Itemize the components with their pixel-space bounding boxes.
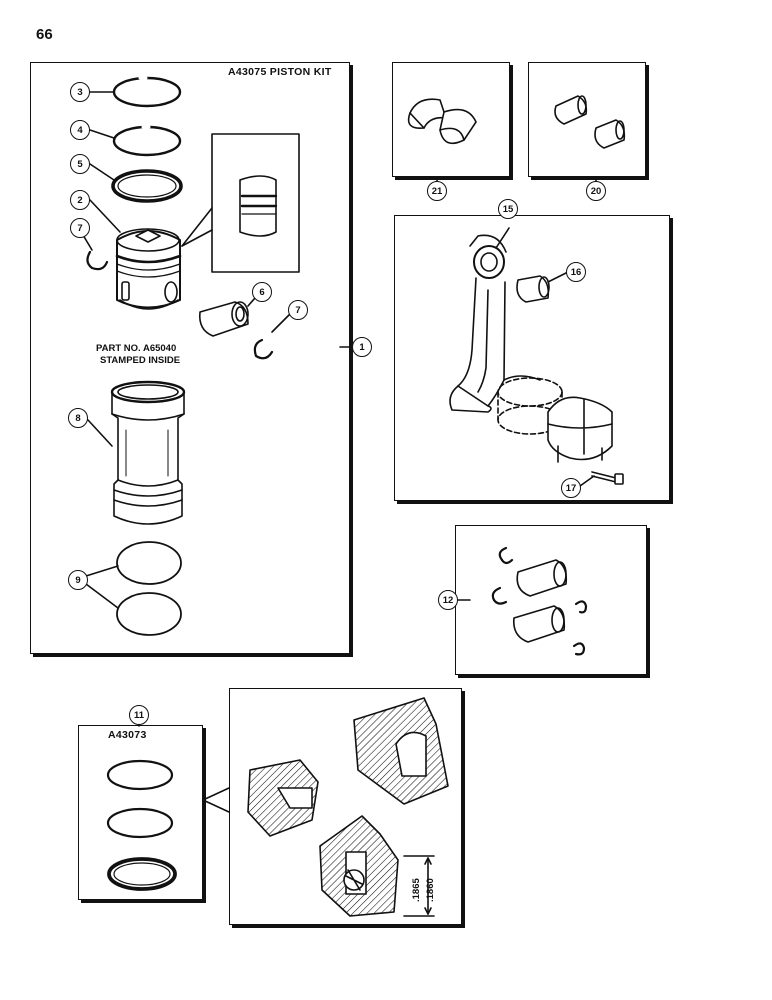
callout-4: 4 bbox=[70, 120, 90, 140]
callout-8: 8 bbox=[68, 408, 88, 428]
cylinder-sleeve-8-icon bbox=[110, 380, 186, 525]
part-number-line: PART NO. A65040 bbox=[96, 343, 177, 354]
callout-5: 5 bbox=[70, 154, 90, 174]
bearing-kit-frame bbox=[392, 62, 510, 177]
ring-set-frame bbox=[78, 725, 203, 900]
callout-20: 20 bbox=[586, 181, 606, 201]
bearing-21-icon bbox=[407, 98, 477, 145]
callout-12: 12 bbox=[438, 590, 458, 610]
groove-detail-icon bbox=[181, 133, 300, 273]
callout-15: 15 bbox=[498, 199, 518, 219]
callout-9: 9 bbox=[68, 570, 88, 590]
piston-kit-title: A43075 PISTON KIT bbox=[228, 66, 332, 78]
ring-detail-frame bbox=[229, 688, 462, 925]
dimension-lower-label: .1860 bbox=[425, 878, 436, 902]
bushing-16-icon bbox=[516, 275, 550, 303]
callout-2: 2 bbox=[70, 190, 90, 210]
stamped-inside-line: STAMPED INSIDE bbox=[100, 355, 181, 366]
snap-ring-7-icon bbox=[86, 250, 109, 271]
callout-3: 3 bbox=[70, 82, 90, 102]
compression-ring-3-icon bbox=[112, 76, 182, 108]
bolt-17-icon bbox=[591, 471, 624, 485]
bushing-pair-frame bbox=[528, 62, 646, 177]
ring-set-11-icons bbox=[106, 759, 177, 891]
callout-1: 1 bbox=[352, 337, 372, 357]
callout-21: 21 bbox=[427, 181, 447, 201]
snap-ring-7b-icon bbox=[253, 338, 274, 360]
ring-set-title: A43073 bbox=[108, 729, 147, 741]
groove-section-detail-icon bbox=[247, 697, 449, 917]
oil-ring-5-icon bbox=[111, 169, 183, 203]
callout-16: 16 bbox=[566, 262, 586, 282]
callout-11: 11 bbox=[129, 705, 149, 725]
pin-kit-12-icon bbox=[491, 546, 588, 656]
dimension-lines bbox=[403, 855, 435, 917]
o-ring-9-icons bbox=[116, 541, 182, 636]
piston-kit-frame bbox=[30, 62, 350, 654]
callout-7-left: 7 bbox=[70, 218, 90, 238]
compression-ring-4-icon bbox=[112, 125, 182, 157]
page-number: 66 bbox=[36, 26, 53, 43]
callout-6: 6 bbox=[252, 282, 272, 302]
bushing-20-icon bbox=[554, 95, 626, 149]
callout-17: 17 bbox=[561, 478, 581, 498]
piston-pin-6-icon bbox=[198, 301, 249, 337]
piston-2-icon bbox=[115, 228, 182, 310]
connecting-rod-frame bbox=[394, 215, 670, 501]
connecting-rod-15-icon bbox=[449, 234, 613, 463]
dimension-upper-label: .1865 bbox=[411, 878, 422, 902]
part-number-note: PART NO. A65040 STAMPED INSIDE bbox=[96, 343, 180, 367]
callout-7-right: 7 bbox=[288, 300, 308, 320]
